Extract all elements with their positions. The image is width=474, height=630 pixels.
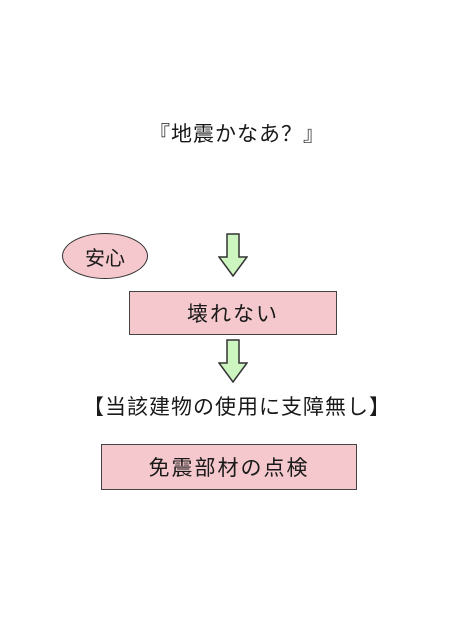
- status-text: 【当該建物の使用に支障無し】: [83, 395, 391, 419]
- relief-badge: 安心: [62, 233, 148, 279]
- down-arrow-icon: [218, 233, 248, 277]
- no-damage-label: 壊れない: [187, 302, 279, 326]
- relief-label: 安心: [85, 245, 125, 270]
- no-damage-box: 壊れない: [129, 291, 337, 335]
- inspection-box: 免震部材の点検: [101, 444, 357, 490]
- down-arrow-icon: [218, 339, 248, 383]
- question-heading: 『地震かなあ？』: [149, 122, 325, 146]
- inspection-label: 免震部材の点検: [148, 456, 310, 480]
